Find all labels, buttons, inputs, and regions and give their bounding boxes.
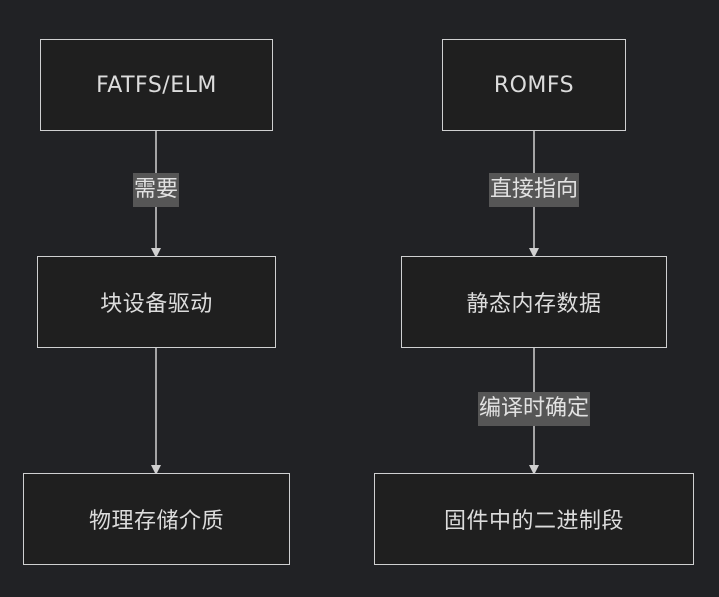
edge-label-direct-pointer: 直接指向 (488, 173, 580, 207)
edge-label-compile-time: 编译时确定 (477, 392, 591, 426)
node-firmware-binary: 固件中的二进制段 (374, 473, 694, 565)
node-static-data-label: 静态内存数据 (466, 292, 602, 317)
node-static-data: 静态内存数据 (401, 256, 667, 348)
node-physical-media: 物理存储介质 (23, 473, 290, 565)
node-firmware-binary-label: 固件中的二进制段 (443, 509, 624, 534)
node-block-driver-label: 块设备驱动 (100, 292, 213, 317)
node-fatfs: FATFS/ELM (40, 39, 273, 131)
node-fatfs-label: FATFS/ELM (96, 72, 217, 98)
node-romfs-label: ROMFS (493, 72, 575, 98)
node-romfs: ROMFS (442, 39, 626, 131)
node-block-driver: 块设备驱动 (37, 256, 276, 348)
node-physical-media-label: 物理存储介质 (88, 509, 224, 534)
edge-label-need: 需要 (132, 173, 180, 207)
